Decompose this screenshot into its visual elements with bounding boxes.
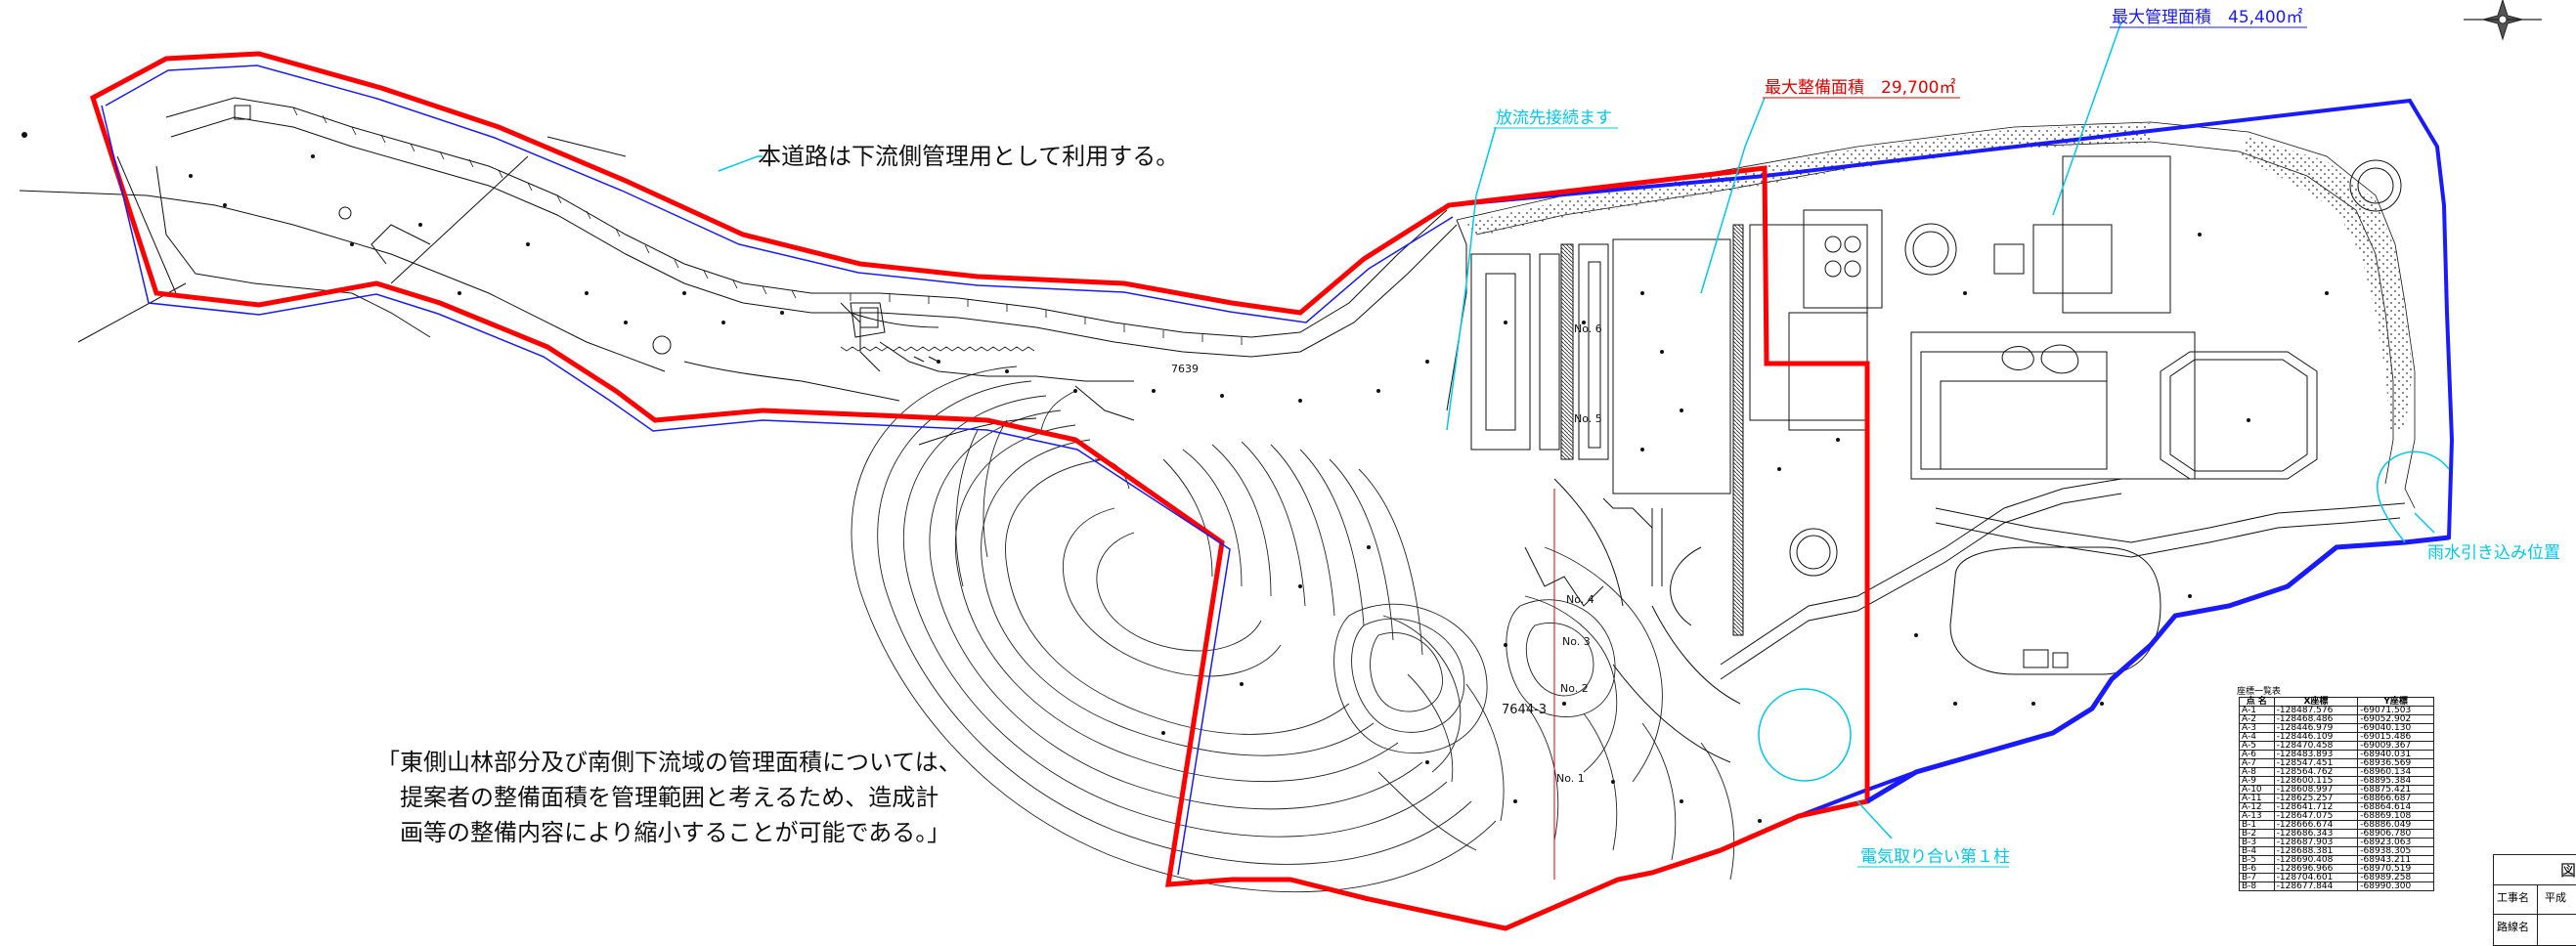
annotation-leaders xyxy=(718,21,2450,839)
section-labels: No. 6 No. 5 No. 4 No. 3 No. 2 No. 1 7639… xyxy=(1171,322,1602,785)
spot-heights xyxy=(22,132,2329,823)
power-pole-label: 電気取り合い第１柱 xyxy=(1860,847,2010,867)
parcel-label-7644-3: 7644-3 xyxy=(1502,703,1547,717)
title-block-heading: 図 xyxy=(2560,861,2576,880)
road-structures xyxy=(234,105,939,363)
title-block-project-label: 工事名 xyxy=(2497,891,2529,904)
facility-area xyxy=(1456,121,2416,763)
coordinate-point: B-8 xyxy=(2239,882,2275,891)
coordinate-table-title: 座標一覧表 xyxy=(2237,687,2282,697)
max-development-area-label: 最大整備面積 29,700㎡ xyxy=(1765,78,1955,98)
coordinate-row: B-8-128677.844-68990.300 xyxy=(2239,882,2434,891)
access-road xyxy=(19,97,1467,446)
section-label-5: No. 5 xyxy=(1574,412,1602,425)
development-boundary xyxy=(89,51,1870,931)
section-label-4: No. 4 xyxy=(1566,593,1594,606)
dotted-embankment xyxy=(1466,123,2151,236)
compass-rose-icon xyxy=(2464,0,2542,41)
title-block-route-label: 路線名 xyxy=(2497,921,2529,933)
section-label-3: No. 3 xyxy=(1562,635,1591,648)
management-boundary-inner xyxy=(105,64,1454,323)
section-label-1: No. 1 xyxy=(1556,772,1585,785)
coordinate-y: -68990.300 xyxy=(2357,882,2434,891)
management-boundary-south xyxy=(101,105,1231,876)
discharge-connection-label: 放流先接続ます xyxy=(1496,108,1612,128)
management-note-line-3: 画等の整備内容により縮小することが可能である。」 xyxy=(376,819,951,846)
title-block-row-project: 工事名 平成 xyxy=(2494,884,2576,911)
coordinate-x: -128677.844 xyxy=(2273,882,2359,891)
section-label-2: No. 2 xyxy=(1560,682,1589,695)
rainwater-intake-label: 雨水引き込み位置 xyxy=(2427,543,2560,563)
coordinate-row: A-13-128647.075-68869.108 xyxy=(2239,811,2434,821)
hill-summits xyxy=(1333,599,1616,754)
section-label-6: No. 6 xyxy=(1574,322,1602,335)
road-note: 本道路は下流側管理用として利用する。 xyxy=(758,143,1179,170)
management-note-line-1: 「東側山林部分及び南側下流域の管理面積については、 xyxy=(376,749,962,776)
management-note-line-2: 提案者の整備面積を管理範囲と考えるため、造成計 xyxy=(376,784,939,811)
road-edge-ticks xyxy=(292,107,1243,345)
parcel-label-7639: 7639 xyxy=(1171,363,1199,375)
title-block-project-value: 平成 xyxy=(2545,891,2566,904)
dotted-slope-east xyxy=(2239,137,2413,430)
title-block-row-route: 路線名 xyxy=(2494,914,2576,940)
retaining-wall xyxy=(840,346,1035,352)
max-management-area-label: 最大管理面積 45,400㎡ xyxy=(2112,8,2302,27)
management-boundary-southeast xyxy=(1865,535,2450,804)
title-block: 図 工事名 平成 路線名 xyxy=(2493,854,2576,946)
coordinate-row: A-3-128446.979-69040.130 xyxy=(2239,723,2434,733)
cyan-labels: 放流先接続ます 電気取り合い第１柱 雨水引き込み位置 xyxy=(1496,108,2560,867)
management-note: 「東側山林部分及び南側下流域の管理面積については、 提案者の整備面積を管理範囲と… xyxy=(376,745,1061,850)
